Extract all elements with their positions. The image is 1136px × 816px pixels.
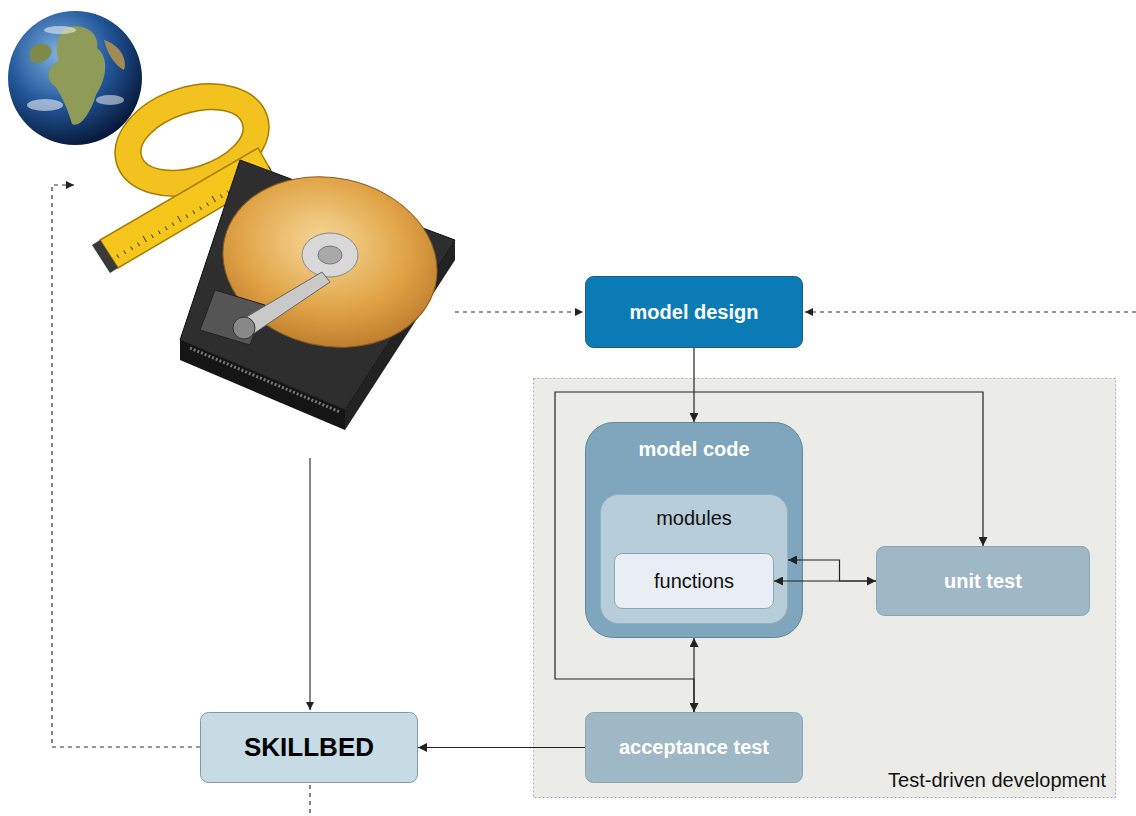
- box-shape: [586, 423, 803, 638]
- connector: [693, 348, 694, 422]
- node-label: model code: [638, 438, 749, 461]
- box-shape: [586, 713, 803, 783]
- dashed-input-arrow: [805, 311, 1136, 312]
- box-shape: [877, 547, 1090, 616]
- dashed-output-line: [309, 785, 310, 816]
- tape-tick: [212, 196, 216, 202]
- process-box: model design: [585, 276, 803, 348]
- tape-tick: [186, 215, 188, 218]
- tape-tip: [92, 240, 118, 273]
- box-shape: [586, 277, 803, 348]
- connector: [555, 392, 983, 712]
- tape-tick: [269, 167, 271, 170]
- node-label: functions: [654, 570, 734, 593]
- globe-picture: [8, 11, 142, 145]
- region-band: Test-driven development model code modules…: [533, 378, 1116, 798]
- globe-land: [30, 43, 52, 62]
- tape-tick: [143, 236, 147, 242]
- drive-spindle: [302, 233, 358, 277]
- connector: [788, 560, 876, 581]
- globe-cloud: [27, 99, 63, 111]
- node-label: Test-driven development: [888, 769, 1106, 792]
- tape-tick: [151, 235, 153, 238]
- tape-tick: [220, 195, 222, 198]
- node-label: SKILLBED: [244, 733, 374, 763]
- node-label: acceptance test: [619, 736, 769, 759]
- tape-tick: [124, 251, 126, 254]
- drive-pins: [190, 348, 340, 412]
- globe-land: [104, 40, 125, 70]
- hard-drive-picture: [180, 157, 455, 430]
- tape-tick: [165, 227, 167, 230]
- tape-tick: [200, 207, 202, 210]
- drive-spindle-hub: [318, 246, 342, 264]
- drive-platter: [207, 157, 453, 366]
- drive-pivot: [233, 317, 255, 339]
- tape-tick: [158, 231, 160, 234]
- tape-tick: [131, 247, 133, 250]
- container-box: modules functions: [600, 494, 788, 624]
- globe-land: [49, 26, 106, 124]
- box-shape: [615, 554, 774, 609]
- process-box: functions: [614, 553, 774, 609]
- tape-tick: [207, 203, 209, 206]
- globe-cloud: [44, 26, 76, 34]
- container-box: model code modules functions: [585, 422, 803, 638]
- box-shape: [601, 495, 788, 624]
- globe-cloud: [96, 95, 124, 105]
- process-box: acceptance test: [585, 712, 803, 783]
- tape-tick: [117, 255, 119, 258]
- dashed-feedback-arrow: [52, 185, 200, 747]
- tape-tick: [193, 211, 195, 214]
- data-arrow: [309, 458, 310, 710]
- node-label: modules: [656, 507, 732, 530]
- globe-sphere: [8, 11, 142, 145]
- box-shape: [534, 379, 1116, 798]
- process-box: unit test: [876, 546, 1090, 616]
- tape-tick: [172, 223, 174, 226]
- node-label: model design: [630, 301, 759, 324]
- dashed-input-arrow: [455, 311, 583, 312]
- node-label: unit test: [944, 570, 1022, 593]
- tape-tick: [138, 243, 140, 246]
- box-shape: [201, 713, 418, 783]
- connector: [418, 747, 585, 748]
- process-box: SKILLBED: [200, 712, 418, 783]
- tape-tick: [178, 216, 182, 222]
